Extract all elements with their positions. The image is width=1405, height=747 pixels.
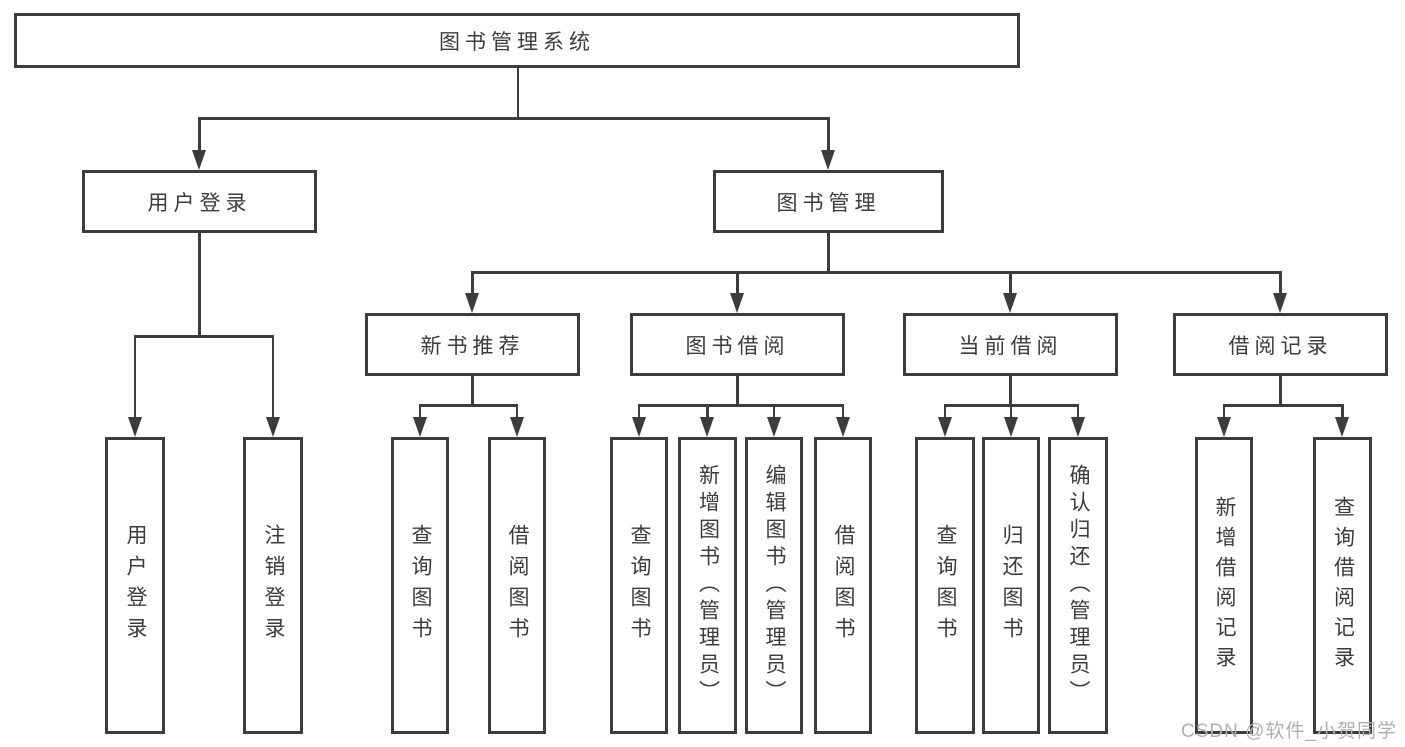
connector-line [516, 68, 519, 118]
connector-line [471, 376, 474, 405]
connector-line [1224, 404, 1343, 407]
arrow-down-icon [730, 293, 744, 313]
watermark-text: CSDN @软件_小贺同学 [1181, 721, 1397, 742]
connector-line [471, 271, 1281, 274]
leaf-confirm-return-admin: 确认归还（管理员） [1048, 437, 1108, 734]
arrow-down-icon [266, 417, 280, 437]
leaf-add-borrow-record: 新增借阅记录 [1195, 437, 1253, 734]
connector-line [1009, 404, 1013, 419]
connector-line [736, 271, 739, 295]
arrow-down-icon [1335, 417, 1349, 437]
arrow-down-icon [821, 150, 835, 170]
connector-line [471, 271, 474, 295]
connector-line [420, 404, 517, 407]
arrow-down-icon [1217, 417, 1231, 437]
arrow-down-icon [1273, 293, 1287, 313]
connector-line [1076, 404, 1080, 419]
connector-line [134, 335, 274, 338]
connector-line [639, 404, 843, 407]
leaf-add-books-admin: 新增图书（管理员） [678, 437, 737, 734]
connector-line [943, 404, 947, 419]
connector-line [841, 404, 845, 419]
arrow-down-icon [413, 417, 427, 437]
arrow-down-icon [700, 417, 714, 437]
connector-line [271, 335, 275, 419]
leaf-edit-books-admin: 编辑图书（管理员） [745, 437, 803, 734]
leaf-borrow-books-1: 借阅图书 [488, 437, 546, 734]
node-user-login: 用户登录 [82, 170, 317, 233]
leaf-query-borrow-record: 查询借阅记录 [1313, 437, 1372, 734]
leaf-logout: 注销登录 [243, 437, 303, 734]
connector-line [1009, 376, 1012, 405]
connector-line [706, 404, 709, 419]
leaf-return-books: 归还图书 [982, 437, 1040, 734]
leaf-query-books-3: 查询图书 [915, 437, 975, 734]
arrow-down-icon [510, 417, 524, 437]
arrow-down-icon [632, 417, 646, 437]
arrow-down-icon [767, 417, 781, 437]
connector-line [736, 376, 739, 405]
node-book-borrow: 图书借阅 [630, 313, 845, 376]
arrow-down-icon [192, 150, 206, 170]
leaf-query-books-1: 查询图书 [391, 437, 449, 734]
arrow-down-icon [128, 417, 142, 437]
connector-line [827, 117, 830, 152]
connector-line [515, 404, 519, 419]
connector-line [198, 233, 201, 336]
arrow-down-icon [938, 417, 952, 437]
node-current-borrow: 当前借阅 [903, 313, 1118, 376]
node-library-system: 图书管理系统 [14, 13, 1020, 68]
arrow-down-icon [1003, 293, 1017, 313]
node-new-book-recommend: 新书推荐 [365, 313, 580, 376]
connector-line [198, 117, 201, 152]
connector-line [133, 335, 137, 419]
connector-line [1222, 404, 1226, 419]
connector-line [1341, 404, 1344, 419]
leaf-user-login: 用户登录 [105, 437, 165, 734]
leaf-borrow-books-2: 借阅图书 [814, 437, 872, 734]
connector-line [418, 404, 422, 419]
connector-line [827, 233, 830, 272]
leaf-query-books-2: 查询图书 [610, 437, 668, 734]
arrow-down-icon [465, 293, 479, 313]
node-book-management: 图书管理 [713, 170, 944, 233]
arrow-down-icon [1071, 417, 1085, 437]
connector-line [1279, 271, 1282, 295]
arrow-down-icon [1004, 417, 1018, 437]
connector-line [772, 404, 776, 419]
connector-line [198, 117, 830, 120]
arrow-down-icon [836, 417, 850, 437]
connector-line [1009, 271, 1012, 295]
connector-line [1279, 376, 1282, 405]
node-borrow-records: 借阅记录 [1173, 313, 1388, 376]
connector-line [637, 404, 641, 419]
